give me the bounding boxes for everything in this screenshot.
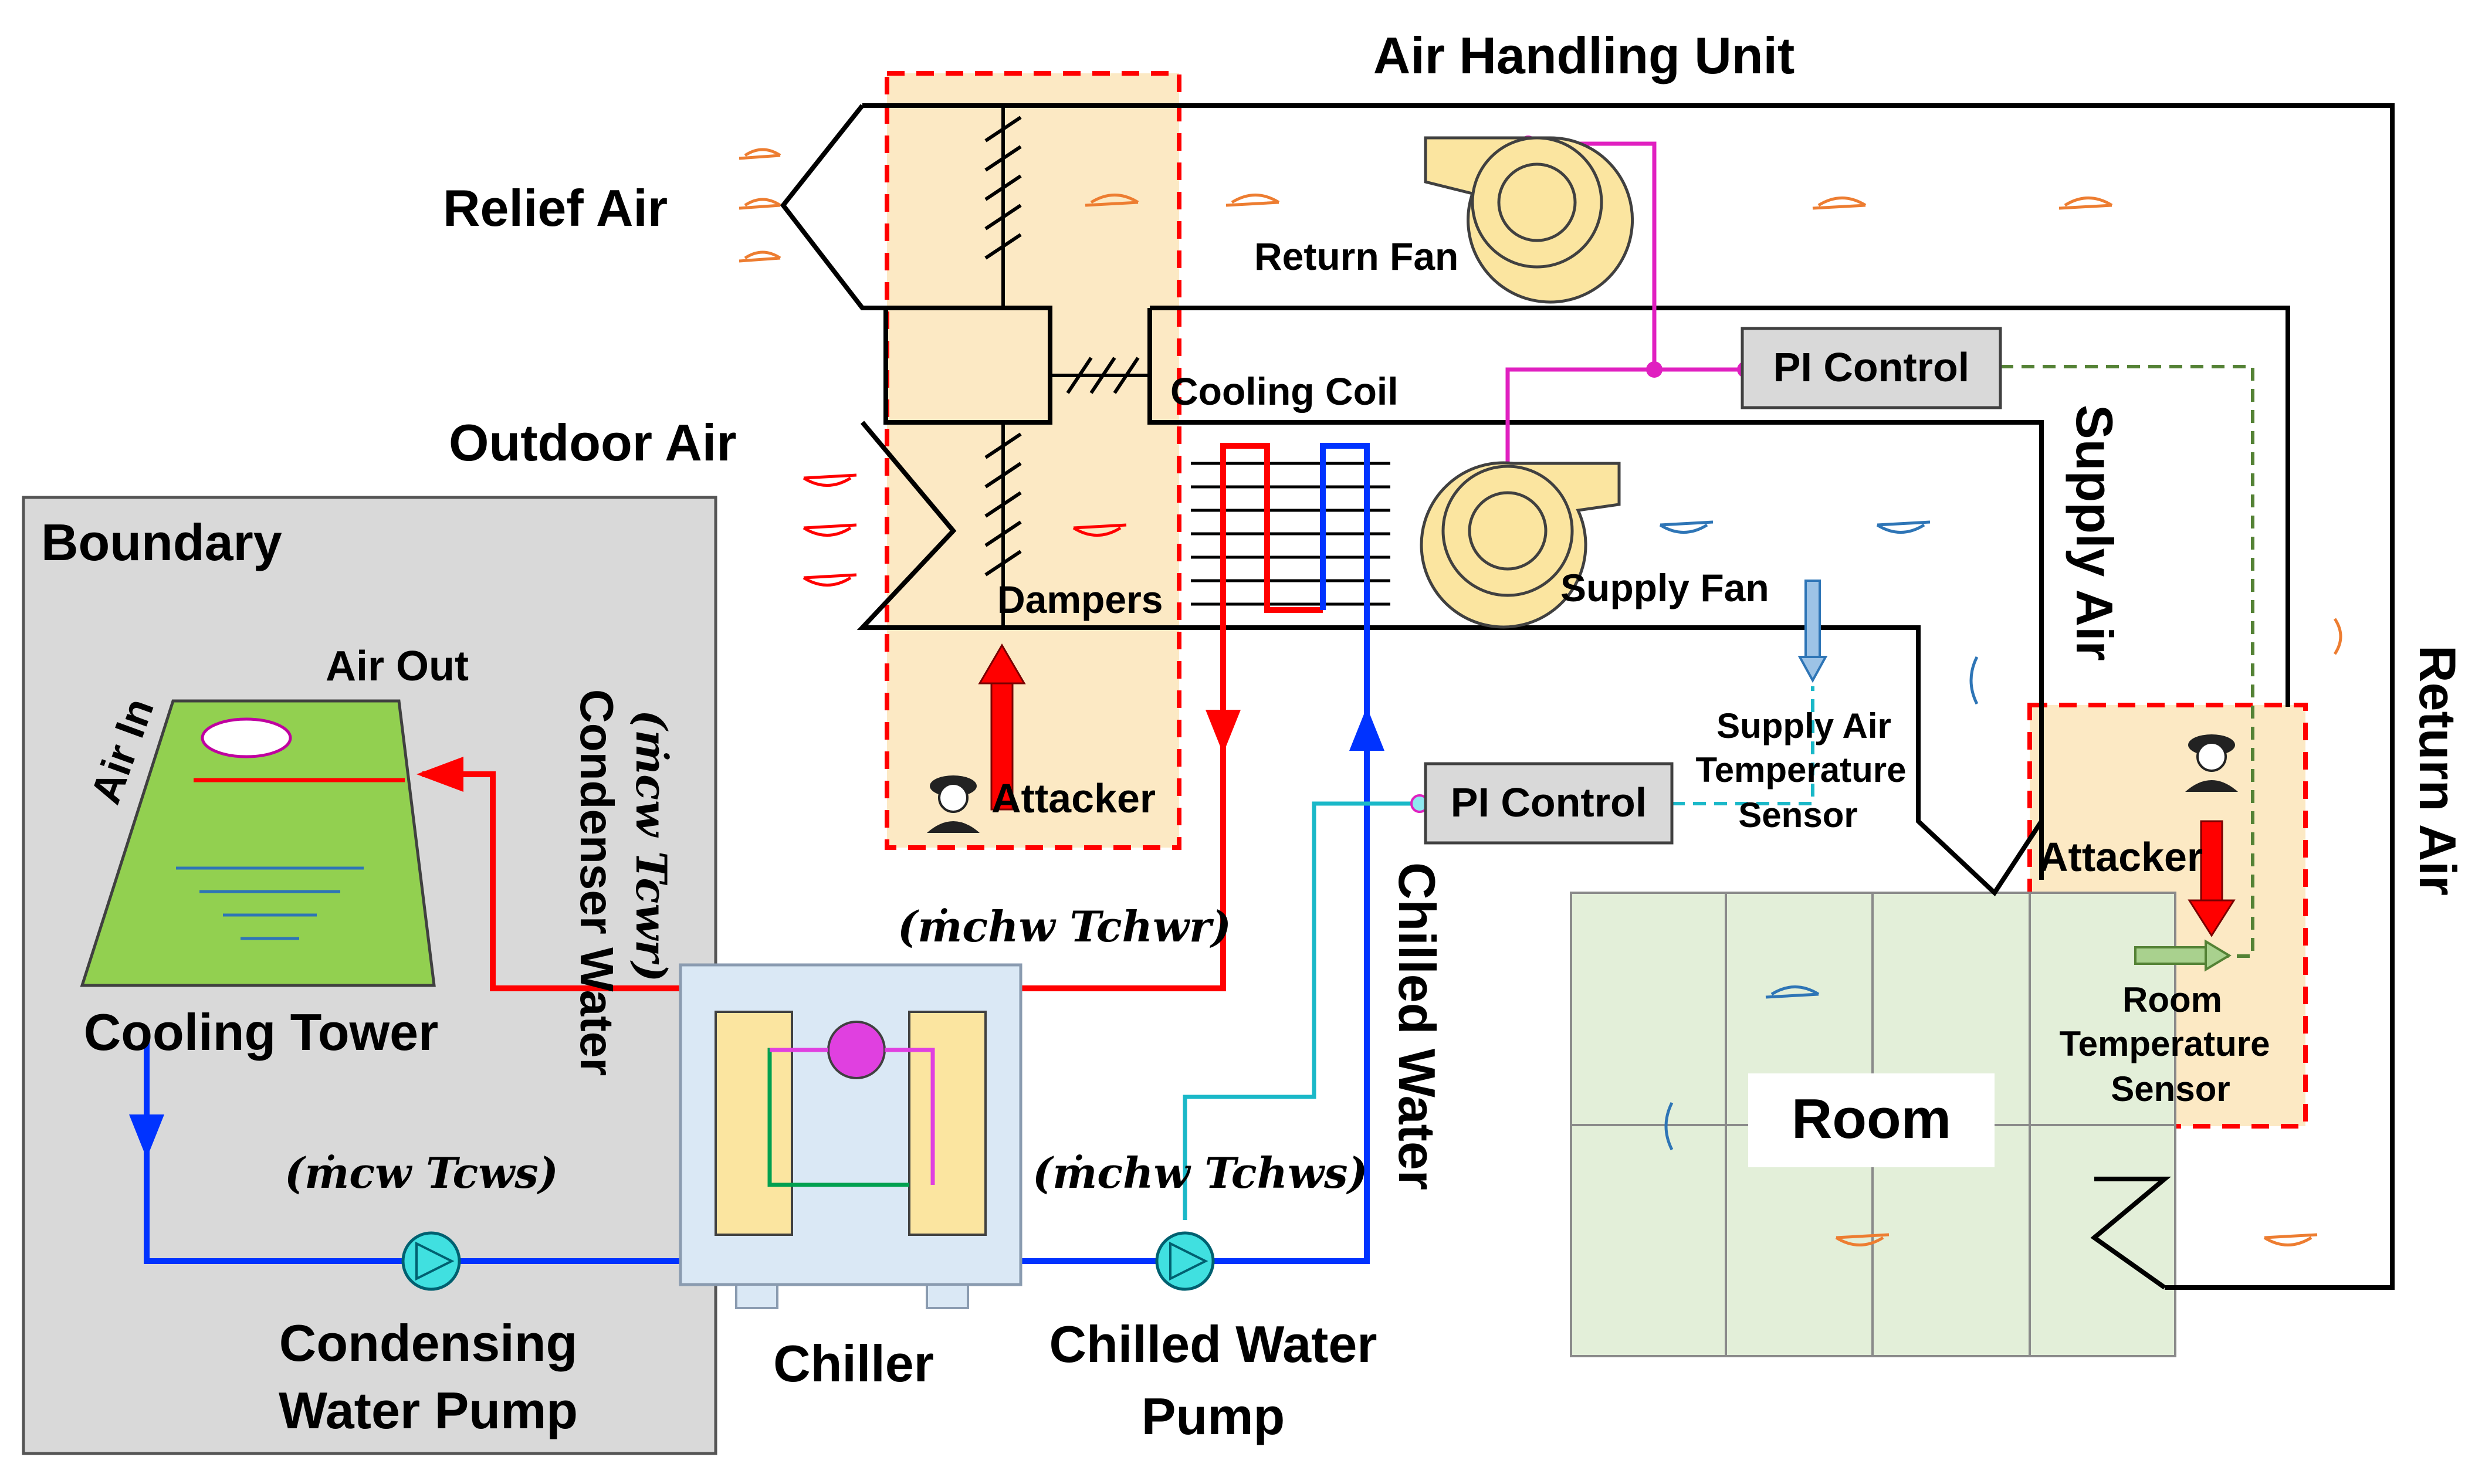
flow-arrow-tower-out	[129, 1114, 164, 1158]
outdoor-air-label: Outdoor Air	[449, 414, 736, 472]
flow-label-cwr: (ṁcw Tcwr)	[627, 710, 676, 982]
supply-air-label: Supply Air	[2066, 405, 2124, 661]
control-node-2	[1646, 361, 1663, 378]
attack-arrow-dampers	[978, 643, 1026, 811]
dampers-label: Dampers	[997, 578, 1163, 621]
chilled-pump-label-2: Pump	[1142, 1387, 1285, 1445]
condensing-pump-label-2: Water Pump	[279, 1381, 578, 1439]
chilled-pump-label-1: Chilled Water	[1049, 1315, 1377, 1373]
outdoor-air-arrows	[803, 473, 1127, 587]
room-sensor-label-2: Temperature	[2059, 1024, 2270, 1063]
ahu-ducts	[780, 103, 2395, 1290]
flow-arrow-cw	[417, 757, 463, 792]
dampers	[984, 106, 1150, 628]
attack-zone-dampers	[885, 71, 1181, 850]
return-air-label: Return Air	[2409, 645, 2467, 896]
cooling-tower-label: Cooling Tower	[84, 1003, 439, 1061]
pi-control-mid-label: PI Control	[1451, 780, 1647, 825]
flow-label-cws: (ṁcw Tcws)	[285, 1148, 558, 1198]
attacker-icon-left	[927, 775, 980, 833]
supply-sensor-label-1: Supply Air	[1716, 706, 1891, 746]
relief-air-label: Relief Air	[443, 179, 668, 237]
attacker-left-label: Attacker	[991, 775, 1156, 821]
flow-label-chwr: (ṁchw Tchwr)	[898, 902, 1231, 951]
warm-airflow-arrows	[739, 148, 2342, 1246]
return-fan	[1424, 136, 1634, 304]
flow-arrow-chwr	[1206, 710, 1241, 754]
supply-fan-label: Supply Fan	[1560, 566, 1769, 609]
return-fan-label: Return Fan	[1254, 235, 1458, 278]
condenser-water-label: Condenser Water	[571, 689, 623, 1076]
supply-fan	[1420, 461, 1621, 629]
room-temperature-sensor	[2134, 939, 2232, 972]
attacker-icon-right	[2185, 734, 2238, 792]
cooling-tower	[80, 699, 436, 987]
supply-air-sensor	[1797, 580, 1828, 683]
chiller-unit	[679, 963, 1022, 1309]
condensing-water-pump	[401, 1231, 461, 1291]
room-label-box	[1748, 1073, 1995, 1167]
flow-arrow-chws	[1349, 707, 1384, 751]
attack-arrow-room	[2188, 820, 2236, 937]
flow-label-chws: (ṁchw Tchws)	[1032, 1148, 1368, 1198]
air-out-label: Air Out	[326, 643, 469, 690]
attacker-right-label: Attacker	[2039, 834, 2203, 880]
chilled-water-pump	[1155, 1231, 1215, 1291]
chiller-label: Chiller	[773, 1334, 934, 1392]
room-sensor-label-3: Sensor	[2111, 1069, 2230, 1109]
cool-airflow-arrows	[1659, 520, 1979, 1151]
supply-sensor-label-3: Sensor	[1738, 795, 1857, 835]
condensing-pump-label-1: Condensing	[279, 1314, 577, 1372]
room-label: Room	[1792, 1087, 1951, 1150]
supply-sensor-label-2: Temperature	[1695, 750, 1906, 790]
cooling-coil-label: Cooling Coil	[1170, 370, 1399, 413]
pi-control-mid-box	[1424, 762, 1674, 845]
chilled-water-label: Chilled Water	[1388, 862, 1446, 1190]
room-sensor-label-1: Room	[2122, 980, 2222, 1019]
pi-control-top-label: PI Control	[1773, 344, 1969, 390]
boundary-label: Boundary	[41, 513, 282, 571]
diagram-title: Air Handling Unit	[1373, 26, 1795, 84]
pi-control-top-box	[1741, 327, 2002, 409]
